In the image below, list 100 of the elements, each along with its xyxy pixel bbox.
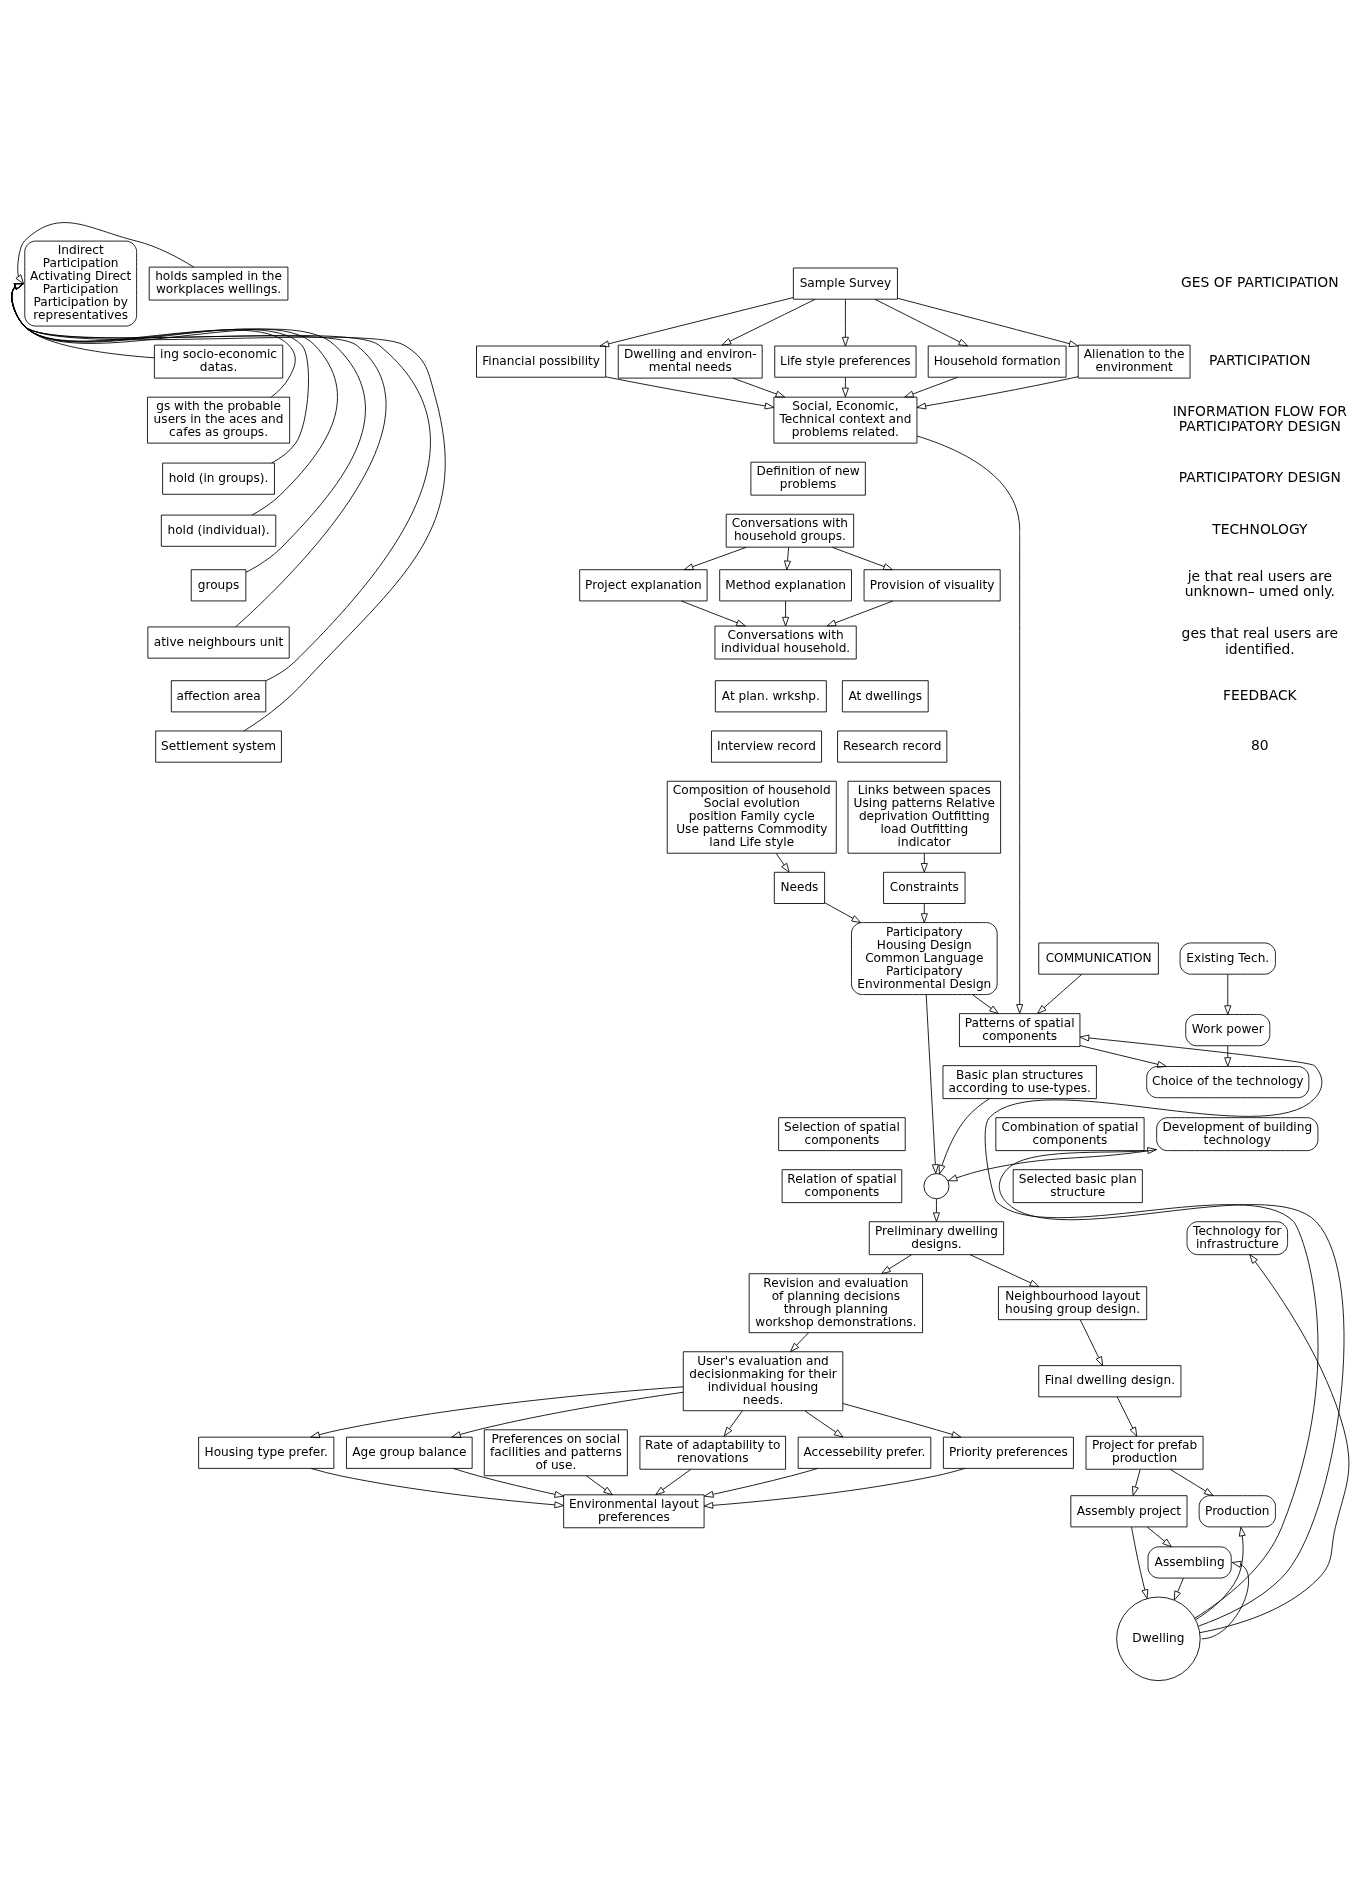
- node-box: Selection of spatial components: [778, 1117, 906, 1152]
- arrow: [11, 283, 296, 398]
- node-box: Patterns of spatial components: [959, 1013, 1081, 1047]
- node-box: Final dwelling design.: [1038, 1365, 1182, 1398]
- arrow: [1169, 1468, 1214, 1497]
- arrow: [916, 376, 1079, 410]
- node-box: ing socio-economic datas.: [153, 344, 284, 379]
- node-box: Assembling: [1147, 1546, 1232, 1579]
- node-box: Revision and evaluation of planning decisions through planning workshop demonstrations.: [748, 1273, 923, 1334]
- arrow: [841, 299, 849, 347]
- node-box: Combination of spatial components: [995, 1117, 1145, 1152]
- node-box: Conversations with household groups.: [725, 513, 855, 548]
- node-box: Financial possibility: [476, 345, 607, 378]
- label: TECHNOLOGY: [1212, 520, 1308, 537]
- node-box: Neighbourhood layout housing group design.: [998, 1286, 1148, 1321]
- node-box: Indirect Participation Activating Direct Participation Participation by representatives: [24, 240, 138, 327]
- arrow: [969, 1254, 1040, 1288]
- arrow: [452, 1467, 565, 1498]
- node-box: Household formation: [927, 345, 1067, 378]
- node-box: ative neighbours unit: [147, 626, 290, 659]
- node-box: Research record: [837, 730, 948, 763]
- node-box: Dwelling and environ- mental needs: [617, 344, 763, 379]
- node-box: Technology for infrastructure: [1186, 1221, 1289, 1256]
- arrow: [310, 1468, 564, 1509]
- label: 80: [1251, 736, 1269, 753]
- node-box: Development of building technology: [1156, 1117, 1319, 1152]
- arrow: [984, 1034, 1323, 1619]
- arrow: [451, 1391, 684, 1438]
- arrow: [605, 376, 775, 410]
- arrow: [1079, 1045, 1167, 1068]
- arrow: [1131, 1526, 1149, 1599]
- arrow: [1224, 1045, 1232, 1067]
- arrow: [11, 283, 338, 516]
- arrow: [804, 1410, 844, 1438]
- arrow: [938, 1098, 990, 1175]
- node-circle: Dwelling: [1116, 1596, 1201, 1682]
- node-box: Choice of the technology: [1146, 1066, 1310, 1099]
- arrow: [1199, 1254, 1350, 1634]
- node-box: Method explanation: [719, 569, 852, 602]
- arrow: [920, 903, 928, 923]
- arrow: [15, 222, 195, 285]
- arrow: [732, 377, 786, 398]
- node-box: Sample Survey: [792, 267, 898, 300]
- node-box: Preferences on social facilities and patterns of use.: [483, 1429, 628, 1477]
- node-box: Composition of household Social evolution position Family cycle Use patterns Commodity land Life style: [666, 780, 837, 854]
- node-box: affection area: [170, 680, 267, 713]
- node-box: hold (individual).: [160, 514, 277, 547]
- node-box: gs with the probable users in the aces and cafes as groups.: [147, 396, 291, 444]
- arrow: [1079, 1319, 1104, 1367]
- node-box: Participatory Housing Design Common Language Participatory Environmental Design: [851, 922, 998, 995]
- arrow: [585, 1475, 613, 1496]
- node-box: Work power: [1185, 1014, 1271, 1047]
- node-box: Interview record: [711, 730, 822, 763]
- node-box: Existing Tech.: [1179, 942, 1276, 975]
- node-box: Needs: [773, 871, 826, 904]
- node-box: Age group balance: [346, 1436, 473, 1469]
- arrow: [11, 283, 387, 628]
- arrow: [1037, 973, 1083, 1014]
- arrow: [681, 600, 746, 627]
- arrow: [1224, 973, 1232, 1015]
- arrow: [782, 600, 790, 627]
- arrow: [1195, 1526, 1246, 1621]
- label: GES OF PARTICIPATION: [1181, 273, 1339, 290]
- arrow: [932, 1198, 940, 1222]
- arrow: [1146, 1526, 1172, 1548]
- label: PARTICIPATION: [1209, 351, 1311, 368]
- node-box: hold (in groups).: [162, 462, 275, 495]
- node-box: At plan. wrkshp.: [714, 680, 827, 713]
- node-box: Assembly project: [1070, 1495, 1188, 1528]
- node-box: Rate of adaptability to renovations: [639, 1435, 786, 1470]
- node-box: Project for prefab production: [1085, 1435, 1204, 1470]
- node-box: Housing type prefer.: [198, 1436, 335, 1469]
- arrow: [704, 1468, 819, 1498]
- node-box: Definition of new problems: [750, 461, 866, 496]
- arrow: [874, 298, 969, 347]
- node-box: Social, Economic, Technical context and problems related.: [773, 396, 918, 444]
- arrow: [904, 376, 959, 398]
- label: ges that real users are identified.: [1181, 625, 1339, 657]
- arrow: [916, 435, 1024, 1014]
- label: je that real users are unknown– umed only.: [1184, 567, 1335, 600]
- node-box: Life style preferences: [774, 345, 917, 378]
- node-box: Settlement system: [155, 730, 282, 763]
- arrow: [655, 1469, 692, 1496]
- arrow: [920, 852, 928, 873]
- node-box: Environmental layout preferences: [563, 1494, 705, 1529]
- node-box: Alienation to the environment: [1077, 344, 1191, 379]
- arrow: [310, 1386, 684, 1439]
- arrow: [1173, 1577, 1184, 1601]
- node-box: Project explanation: [579, 569, 708, 602]
- node-box: Links between spaces Using patterns Relative deprivation Outfitting load Outfitting indicator: [847, 780, 1002, 854]
- arrow: [11, 283, 366, 573]
- arrow: [881, 1254, 913, 1274]
- node-circle: [923, 1173, 950, 1200]
- arrow: [831, 546, 893, 571]
- node-box: holds sampled in the workplaces wellings.: [148, 266, 289, 301]
- arrow: [11, 283, 155, 359]
- arrow: [972, 994, 999, 1015]
- arrow: [683, 546, 747, 571]
- node-box: COMMUNICATION: [1038, 942, 1159, 975]
- label: FEEDBACK: [1223, 686, 1297, 703]
